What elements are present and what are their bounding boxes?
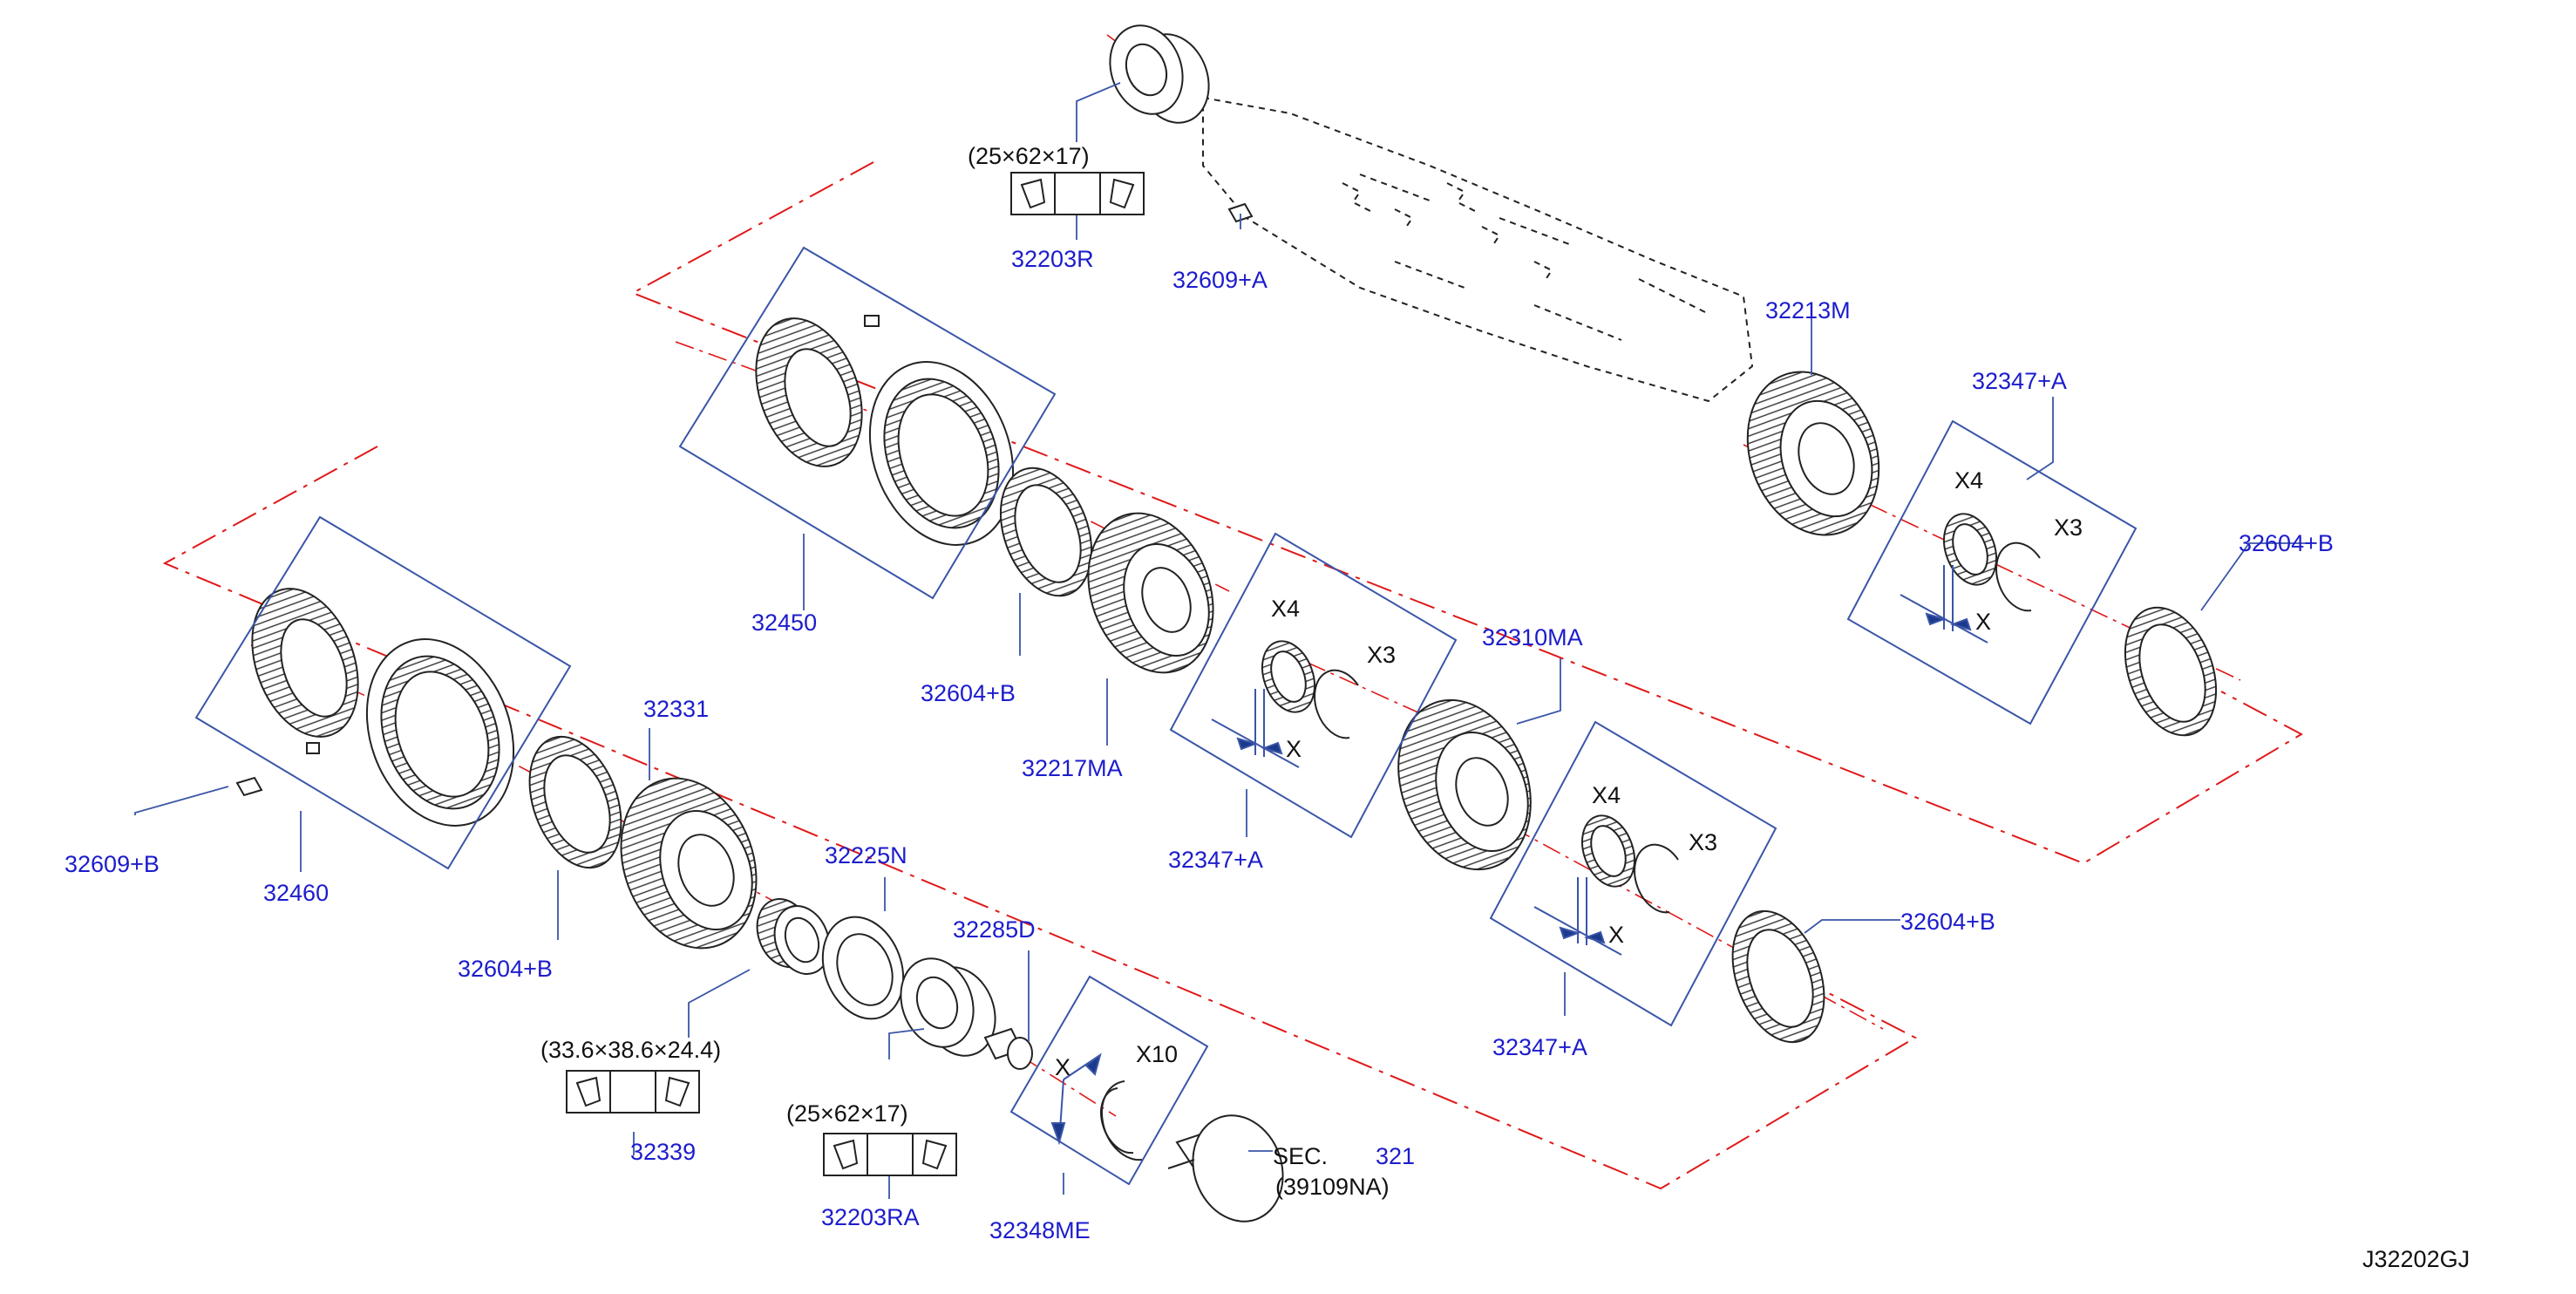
part-label-32604b-mid[interactable]: 32604+B [921, 680, 1016, 706]
washer-32225n-drawing [821, 916, 905, 1020]
qty-x4-low: X4 [1592, 782, 1621, 808]
sec-number-321[interactable]: 321 [1376, 1143, 1415, 1169]
part-label-32348me[interactable]: 32348ME [989, 1217, 1091, 1243]
qty-x3-top: X3 [2054, 514, 2083, 541]
part-label-32347a-mid[interactable]: 32347+A [1168, 847, 1263, 873]
group-box-32348me [1009, 975, 1209, 1186]
gear-32217ma-drawing [1087, 512, 1214, 674]
gear-32213m-drawing [1746, 371, 1880, 536]
insert-32609a-drawing [1227, 202, 1254, 223]
x-dim-snapring: X [1055, 1054, 1071, 1080]
group-box-32347a-low [1489, 720, 1777, 1027]
x-measure-upper [1900, 565, 1988, 644]
qty-x4-mid: X4 [1271, 596, 1300, 622]
hub-sleeve-32460-drawing [251, 588, 515, 827]
part-label-32460[interactable]: 32460 [263, 880, 329, 906]
qty-x3-mid: X3 [1367, 642, 1396, 668]
part-label-32310ma[interactable]: 32310MA [1482, 624, 1583, 650]
synchro-ring-right-drawing [2124, 606, 2218, 737]
sec-ref: (39109NA) [1275, 1174, 1390, 1200]
bearing-32203ra-drawing [900, 957, 996, 1057]
bearing-symbol-32339 [566, 1070, 700, 1114]
part-label-32203r[interactable]: 32203R [1011, 246, 1094, 272]
sec-321-part-drawing [1167, 1114, 1284, 1222]
dims-label-32203ra: (25×62×17) [786, 1100, 908, 1127]
part-label-32347a-top[interactable]: 32347+A [1972, 368, 2067, 394]
part-label-32604b-left[interactable]: 32604+B [458, 956, 553, 982]
x-dim-mid: X [1286, 736, 1302, 762]
x-measure-snapring [1050, 1052, 1102, 1146]
sec-label: SEC. [1273, 1143, 1328, 1169]
part-label-32347a-low[interactable]: 32347+A [1492, 1034, 1587, 1060]
synchro-ring-lowright-drawing [1731, 909, 1825, 1044]
dim-brackets [633, 215, 1077, 1199]
insert-32609b-drawing [235, 776, 263, 797]
part-label-32604b-lowright[interactable]: 32604+B [1900, 909, 1995, 935]
snap-rings-low-drawing [1581, 814, 1679, 914]
dims-label-32339: (33.6×38.6×24.4) [540, 1037, 721, 1063]
snap-ring-32348me-drawing [1100, 1080, 1143, 1161]
plug-32285d-drawing [983, 1027, 1033, 1070]
x-dim-low: X [1608, 922, 1624, 948]
dims-label-32203r: (25×62×17) [968, 143, 1090, 169]
part-label-32604b-right[interactable]: 32604+B [2239, 530, 2334, 556]
x-measure-low [1533, 877, 1622, 956]
part-label-32450[interactable]: 32450 [751, 610, 817, 636]
group-box-32460 [194, 515, 572, 870]
hub-sleeve-32450-drawing [755, 315, 1015, 546]
bearing-32203r-drawing [1109, 24, 1210, 124]
snap-rings-mid-drawing [1261, 640, 1359, 739]
callout-lines [134, 82, 2310, 1195]
qty-x10-snapring: X10 [1136, 1041, 1178, 1067]
needle-bearing-32339-drawing [756, 898, 831, 975]
x-measure-mid [1211, 689, 1300, 768]
part-label-32217ma[interactable]: 32217MA [1022, 755, 1123, 781]
part-label-32285d[interactable]: 32285D [953, 916, 1036, 943]
assembly-boundary-lower [162, 446, 1918, 1190]
bearing-symbol-32203r [1010, 172, 1145, 215]
group-box-32347a-top [1846, 419, 2138, 725]
part-label-32609a[interactable]: 32609+A [1172, 267, 1268, 293]
part-label-32213m[interactable]: 32213M [1765, 297, 1851, 324]
part-label-32339[interactable]: 32339 [630, 1139, 696, 1165]
mainshaft-phantom [1202, 96, 1754, 403]
diagram-code: J32202GJ [2362, 1246, 2470, 1272]
part-label-32331[interactable]: 32331 [643, 696, 709, 722]
synchro-ring-mid-drawing [999, 467, 1093, 597]
group-box-32450 [678, 246, 1057, 600]
assembly-boundary-upper [630, 161, 2304, 865]
part-label-32225n[interactable]: 32225N [825, 842, 907, 868]
x-dim-top: X [1975, 609, 1991, 635]
part-label-32609b[interactable]: 32609+B [65, 851, 160, 877]
gear-32331-drawing [620, 777, 758, 950]
group-box-32347a-mid [1169, 532, 1458, 839]
qty-x3-low: X3 [1689, 829, 1717, 855]
part-label-32203ra[interactable]: 32203RA [821, 1204, 920, 1230]
synchro-ring-left-drawing [528, 735, 622, 869]
gear-32310ma-drawing [1397, 698, 1532, 871]
qty-x4-top: X4 [1954, 467, 1983, 494]
bearing-symbol-32203ra [823, 1133, 957, 1176]
snap-rings-upper-drawing [1943, 513, 2041, 612]
